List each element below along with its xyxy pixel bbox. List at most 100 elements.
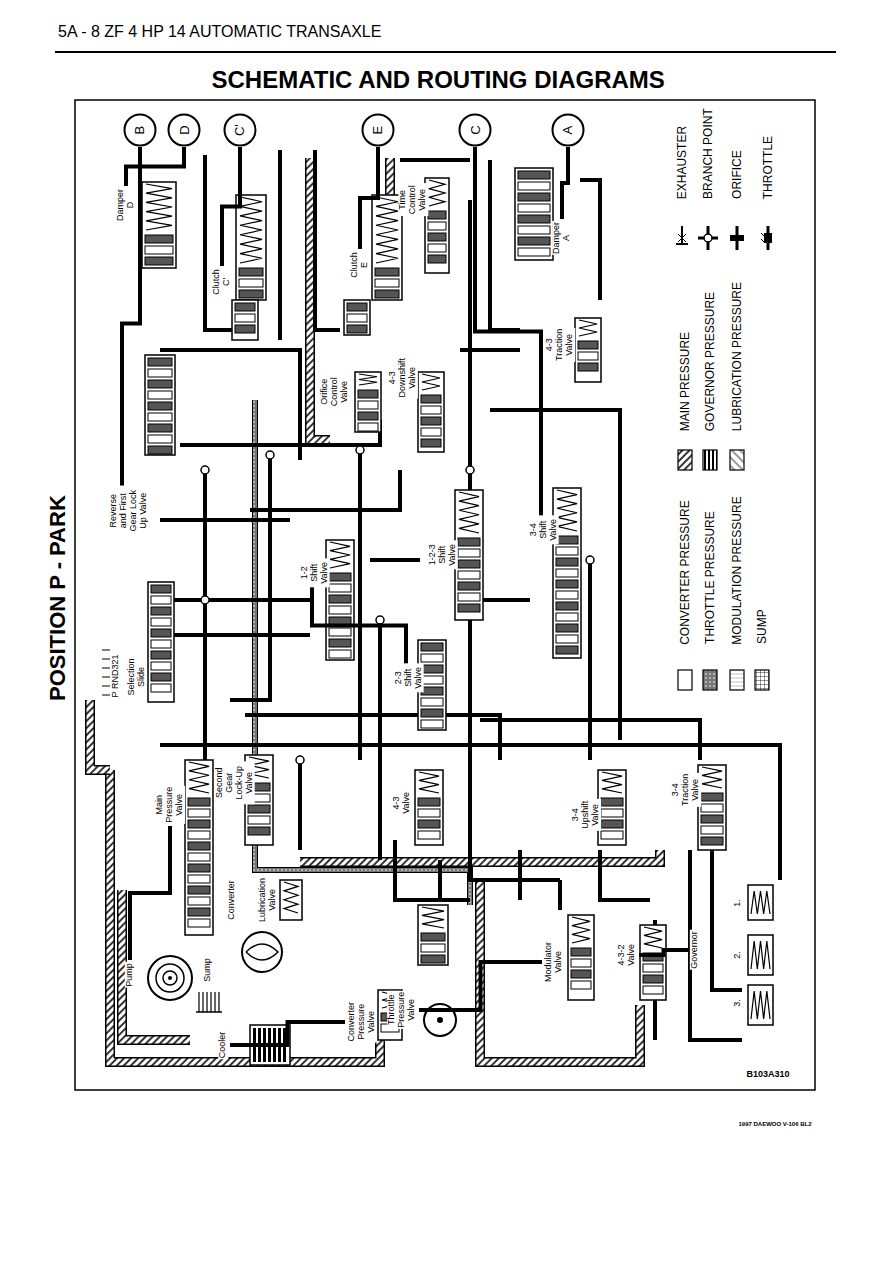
- valve-land: [458, 560, 480, 568]
- valve-land: [151, 618, 171, 626]
- valve-land: [188, 864, 210, 872]
- valve-label: 4-3 Valve: [390, 789, 414, 817]
- valve-label: Clutch C': [210, 266, 234, 298]
- valve-land: [556, 624, 578, 632]
- figure-code: B103A310: [746, 1070, 791, 1080]
- valve-land: [358, 412, 378, 420]
- valve-label: Pump: [123, 960, 137, 990]
- hydraulic-connector: [419, 962, 542, 1010]
- valve-label: 3-4 Shift Valve: [524, 516, 558, 544]
- port-circle: D: [167, 113, 201, 147]
- valve-land: [571, 981, 591, 989]
- valve-label: Governor: [688, 928, 702, 972]
- valve-label: 4-3-2 Valve: [615, 941, 639, 969]
- valve-name: Modulator Valve: [544, 941, 564, 983]
- valve-name: Damper A: [552, 221, 572, 255]
- valve-land: [458, 538, 480, 546]
- valve-land: [235, 325, 255, 333]
- main-pressure-line: [480, 880, 640, 1062]
- valve-land: [358, 423, 378, 431]
- valve-land: [148, 424, 172, 432]
- branch-point: [586, 556, 594, 564]
- valve-symbol: [418, 905, 448, 965]
- valve-label: Lubrication Valve: [256, 875, 280, 925]
- valve-symbol: [575, 318, 601, 382]
- main-pressure-line: [300, 850, 660, 862]
- valve-land: [428, 211, 446, 219]
- valve-bore: [425, 178, 449, 273]
- valve-symbol: [232, 300, 258, 340]
- valve-name: 3-4 Shift Valve: [529, 515, 559, 544]
- valve-label: Converter Pressure Valve: [345, 999, 379, 1045]
- hydraulic-connector: [130, 826, 170, 960]
- hydraulic-line: [490, 410, 620, 740]
- callout-number: 2.: [733, 950, 743, 960]
- orifice-symbol: [730, 235, 744, 241]
- circle-shape: [125, 115, 156, 146]
- valve-land: [578, 341, 598, 349]
- valve-label: Clutch E: [348, 249, 372, 281]
- valve-symbol: [698, 765, 726, 850]
- valve-symbol: [515, 168, 553, 260]
- valve-bore: [355, 372, 381, 432]
- hydraulic-line: [712, 850, 742, 990]
- legend-sample: [678, 450, 692, 470]
- hydraulic-connector: [639, 950, 688, 955]
- header-rule: [55, 51, 836, 53]
- hydraulic-line: [588, 560, 592, 760]
- valve-land: [571, 959, 591, 967]
- valve-symbol: [326, 540, 354, 660]
- main-pressure-line-edge: [480, 880, 640, 1062]
- valve-name: Throttle Pressure Valve: [387, 991, 417, 1029]
- selector-positions: P RND321: [111, 654, 121, 699]
- valve-land: [421, 720, 443, 728]
- governor-body: [748, 885, 773, 920]
- hydraulic-line: [250, 470, 400, 510]
- valve-name: 4-3-2 Valve: [617, 943, 637, 967]
- valve-land: [421, 676, 443, 684]
- valve-land: [148, 435, 172, 443]
- valve-land: [358, 390, 378, 398]
- valve-land: [428, 233, 446, 241]
- valve-land: [458, 571, 480, 579]
- valve-land: [556, 536, 578, 544]
- valve-bore: [553, 488, 581, 658]
- valve-land: [421, 933, 445, 941]
- valve-spring: [429, 180, 445, 206]
- governor-spring: [751, 991, 770, 1019]
- valve-spring: [330, 542, 350, 568]
- governor-body: [748, 985, 773, 1025]
- valve-land: [578, 352, 598, 360]
- valve-label: Converter: [225, 877, 239, 923]
- valve-land: [578, 363, 598, 371]
- throttle-symbol: [764, 233, 772, 243]
- valve-land: [556, 635, 578, 643]
- valve-land: [556, 558, 578, 566]
- valve-label: Sump: [201, 955, 215, 985]
- valve-symbol: [418, 372, 444, 452]
- hydraulic-line: [370, 558, 420, 562]
- valve-name: Reverse and First Gear Lock Up Valve: [109, 486, 149, 536]
- valve-bore: [640, 925, 666, 1000]
- valve-land: [571, 948, 591, 956]
- valve-symbol: [553, 488, 581, 658]
- legend-text: BRANCH POINT: [701, 107, 714, 200]
- legend-sample: [730, 670, 744, 690]
- valve-land: [188, 820, 210, 828]
- valve-bore: [568, 915, 594, 1000]
- sump-symbol: [202, 992, 203, 1012]
- valve-land: [458, 582, 480, 590]
- valve-symbol: [148, 582, 174, 702]
- valve-spring: [702, 767, 722, 788]
- valve-name: Time Control Valve: [398, 184, 428, 217]
- valve-land: [329, 573, 351, 581]
- valve-land: [556, 569, 578, 577]
- port-circle: A: [551, 113, 585, 147]
- hydraulic-connector: [222, 147, 240, 266]
- governor-body: [748, 935, 773, 975]
- valve-land: [248, 816, 270, 824]
- valve-land: [145, 235, 173, 243]
- valve-bore: [326, 540, 354, 660]
- valve-spring: [422, 907, 444, 928]
- valve-bore: [236, 195, 266, 300]
